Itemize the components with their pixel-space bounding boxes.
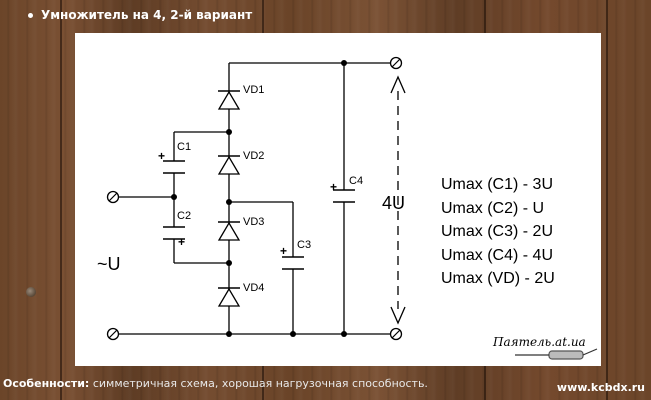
- umax-vd: Umax (VD) - 2U: [441, 270, 555, 287]
- diode-label-vd4: VD4: [243, 282, 265, 294]
- logo-text: Паятель.at.ua: [493, 335, 586, 349]
- section-header: Умножитель на 4, 2-й вариант: [28, 6, 252, 24]
- umax-list: Umax (C1) - 3U Umax (C2) - U Umax (C3) -…: [441, 173, 555, 291]
- capacitor-label-c1: C1: [177, 141, 192, 153]
- capacitor-label-c4: C4: [349, 175, 364, 187]
- umax-c1: Umax (C1) - 3U: [441, 176, 554, 193]
- site-watermark: www.kcbdx.ru: [556, 381, 645, 394]
- diode-triangle: [217, 221, 241, 241]
- plus-sign-c2: +: [178, 235, 186, 249]
- features-text: симметричная схема, хорошая нагрузочная …: [89, 377, 428, 390]
- plus-sign-c4: +: [330, 180, 338, 194]
- junction-dot: [226, 331, 232, 337]
- plank-seam: [60, 0, 62, 400]
- arrow-up-icon: [390, 75, 406, 94]
- junction-dot: [171, 194, 177, 200]
- umax-c3: Umax (C3) - 2U: [441, 223, 554, 240]
- junction-dot: [290, 331, 296, 337]
- output-voltage-label: 4U: [382, 193, 406, 213]
- plus-sign-c3: +: [280, 244, 288, 258]
- schematic-svg: [106, 56, 598, 360]
- junction-dot: [341, 60, 347, 66]
- junction-dot: [226, 260, 232, 266]
- soldering-iron-icon: [548, 350, 584, 360]
- diode-triangle: [217, 90, 241, 110]
- junction-dot: [226, 129, 232, 135]
- diode-label-vd2: VD2: [243, 150, 265, 162]
- header-title: Умножитель на 4, 2-й вариант: [41, 8, 253, 22]
- schematic-panel: VD1 VD2 VD3 VD4 C1 C2 C3 C4 + + + + ~U 4…: [75, 33, 601, 366]
- plus-sign-c1: +: [158, 149, 166, 163]
- junction-dot: [226, 199, 232, 205]
- diode-triangle: [217, 287, 241, 307]
- diode-triangle: [217, 155, 241, 175]
- input-voltage-label: ~U: [97, 254, 121, 274]
- capacitor-label-c2: C2: [177, 210, 192, 222]
- diode-label-vd3: VD3: [243, 216, 265, 228]
- nail-head: [26, 287, 36, 297]
- umax-c2: Umax (C2) - U: [441, 199, 545, 217]
- bullet-icon: [28, 12, 33, 18]
- umax-c4: Umax (C4) - 4U: [441, 246, 554, 264]
- diode-label-vd1: VD1: [243, 84, 265, 96]
- features-footer: Особенности: симметричная схема, хорошая…: [3, 377, 428, 391]
- arrow-down-icon: [390, 306, 406, 325]
- capacitor-label-c3: C3: [297, 239, 312, 251]
- features-label: Особенности:: [3, 377, 90, 390]
- junction-dot: [341, 331, 347, 337]
- plank-seam: [606, 0, 608, 400]
